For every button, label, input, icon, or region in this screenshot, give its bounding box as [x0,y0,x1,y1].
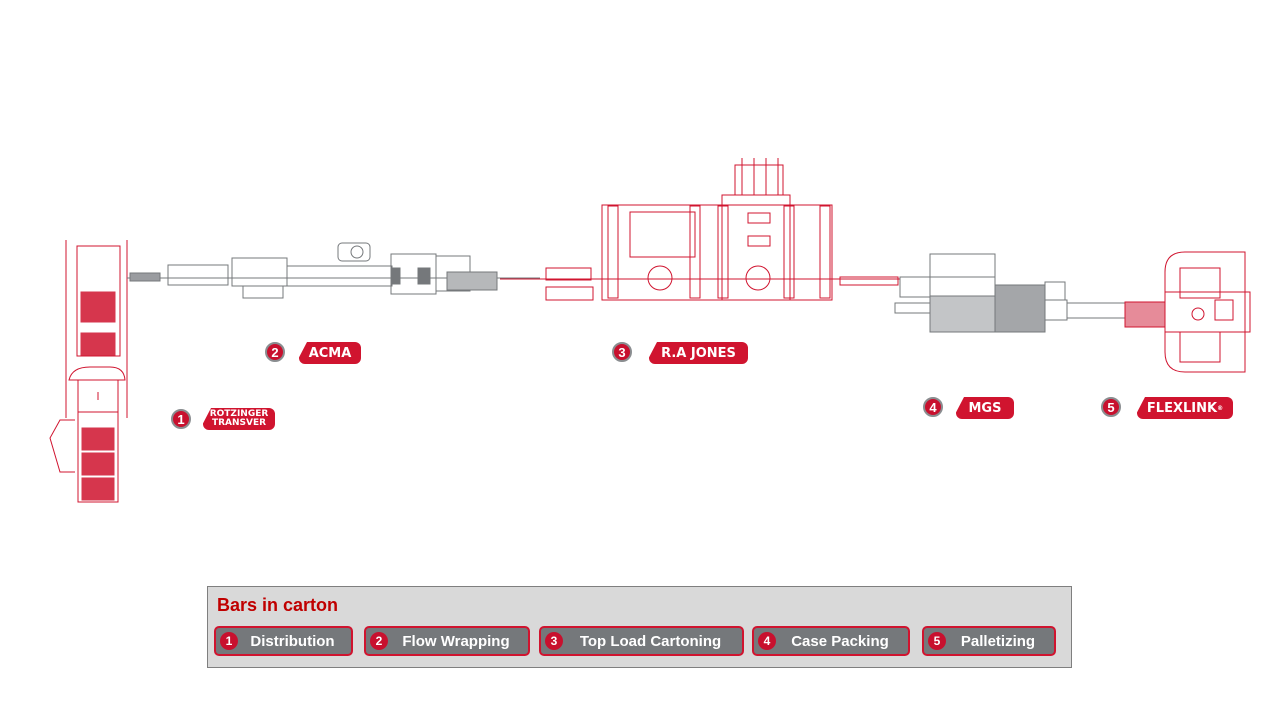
machine-1-number-badge: 1 [171,409,191,429]
step-number-badge: 1 [220,632,238,650]
step-label: Distribution [250,632,335,650]
machine-4-brand-logo: MGS [956,397,1014,419]
machine-5-palletizing-drawing [1124,251,1251,373]
step-button-top-load-cartoning[interactable]: 3 Top Load Cartoning [539,626,744,656]
machine-2-brand-logo: ACMA [299,342,361,364]
step-number-badge: 4 [758,632,776,650]
machine-1-brand-line1: ROTZINGER [209,409,269,419]
machine-3-top-load-cartoning-drawing [500,158,900,301]
legend-panel: Bars in carton 1 Distribution 2 Flow Wra… [207,586,1072,668]
machine-5-number-badge: 5 [1101,397,1121,417]
machine-4-number-badge: 4 [923,397,943,417]
step-button-flow-wrapping[interactable]: 2 Flow Wrapping [364,626,530,656]
step-number-badge: 3 [545,632,563,650]
machine-4-case-packing-drawing [894,253,1128,333]
step-button-distribution[interactable]: 1 Distribution [214,626,353,656]
machine-1-brand-line2: TRANSVER [211,418,267,428]
machine-5-brand-text: FLEXLINK [1146,400,1218,416]
step-number-badge: 2 [370,632,388,650]
machine-3-brand-logo: R.A JONES [649,342,748,364]
machine-2-number-badge: 2 [265,342,285,362]
machine-5-brand-logo: FLEXLINK® [1137,397,1233,419]
registered-mark: ® [1217,404,1224,412]
step-number-badge: 5 [928,632,946,650]
step-label: Palletizing [960,632,1036,650]
machine-1-brand-logo: ROTZINGER TRANSVER [203,408,275,430]
step-button-case-packing[interactable]: 4 Case Packing [752,626,910,656]
step-label: Case Packing [791,632,889,650]
step-label: Top Load Cartoning [579,632,722,650]
machine-3-number-badge: 3 [612,342,632,362]
step-label: Flow Wrapping [402,632,510,650]
step-button-palletizing[interactable]: 5 Palletizing [922,626,1056,656]
legend-title: Bars in carton [217,595,339,615]
machine-1-distribution-drawing [49,240,128,503]
machine-2-flow-wrapping-drawing [127,242,540,299]
